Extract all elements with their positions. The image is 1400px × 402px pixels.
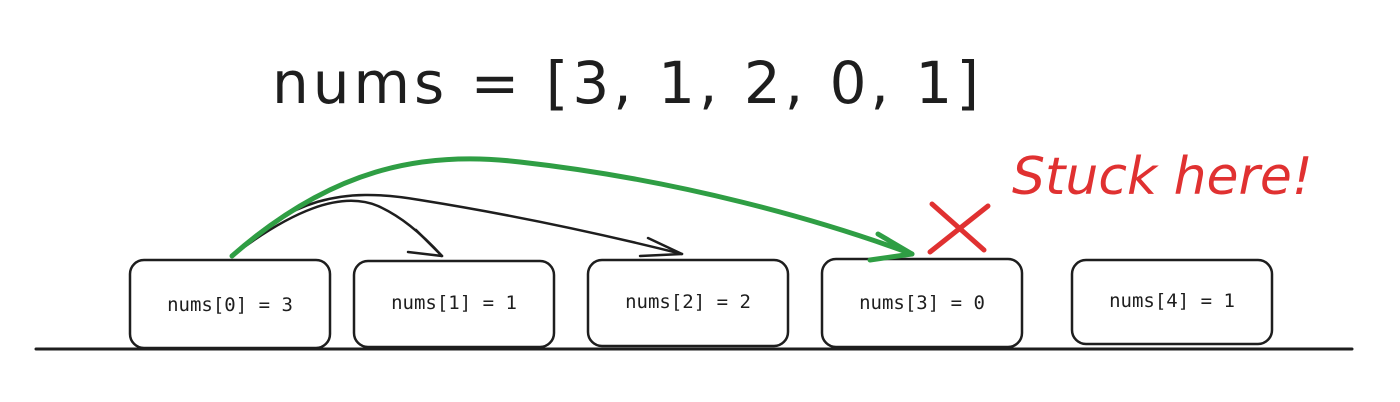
cell-4-box: [1070, 258, 1274, 346]
jump-arrow-to-3-head: [867, 231, 915, 263]
jump-arrow-to-1: [230, 199, 444, 258]
jump-arrow-to-1-head: [406, 228, 444, 258]
jump-arrow-to-3-shaft: [229, 156, 915, 259]
cell-3: nums[3] = 0: [820, 257, 1024, 349]
stuck-cross-icon: [927, 201, 991, 255]
cell-4-label: nums[4] = 1: [1109, 290, 1235, 312]
array-title: nums = [3, 1, 2, 0, 1]: [272, 49, 983, 117]
cell-4: nums[4] = 1: [1070, 258, 1274, 346]
cell-2: nums[2] = 2: [586, 258, 790, 348]
cell-0-label: nums[0] = 3: [167, 294, 293, 316]
cell-1: nums[1] = 1: [352, 259, 556, 349]
cell-0: nums[0] = 3: [128, 258, 332, 350]
cell-1-box: [352, 259, 556, 349]
cell-2-label: nums[2] = 2: [625, 291, 751, 313]
cell-0-box: [128, 258, 332, 350]
stuck-note: Stuck here!: [1012, 147, 1313, 207]
cell-3-label: nums[3] = 0: [859, 292, 985, 314]
cell-2-box: [586, 258, 790, 348]
jump-arrow-to-3: [229, 156, 915, 263]
cell-1-label: nums[1] = 1: [391, 292, 517, 314]
cell-3-box: [820, 257, 1024, 349]
cross-stroke-b: [927, 203, 991, 255]
jump-arrow-to-2-head: [638, 236, 684, 258]
